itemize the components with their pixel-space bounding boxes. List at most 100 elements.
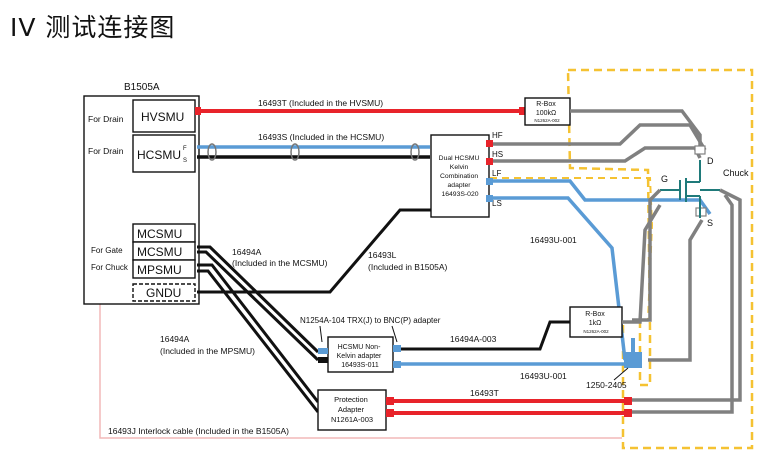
gray-rbox1k-to-gate [622,204,662,324]
mpsmu-label: MPSMU [137,263,182,277]
nonkelvin-adapter [327,336,394,373]
interlock-cable-label: 16493J Interlock cable (Included in the … [108,426,289,436]
protection-conn-1 [386,397,394,405]
hvsmu-label: HVSMU [141,110,184,124]
label-for-drain-2: For Drain [88,146,124,156]
cable-16493l-label: 16493L (Included in B1505A) [368,250,448,272]
cable-16493t-hvsmu-label: 16493T (Included in the HVSMU) [258,98,383,108]
protection-line-3: N1261A-003 [331,415,373,424]
nonkelvin-line-1: HCSMU Non- [338,344,381,351]
device-g: G [661,174,668,184]
protection-line-2: Adapter [338,405,365,414]
rbox-1k-text: R-Box 1kΩ N1262A-002 [583,311,609,334]
mpsmu-module [132,259,196,279]
nonkelvin-out-1 [393,345,401,352]
dual-hcsmu-adapter [430,134,490,218]
trx-bnc-adapter-label: N1254A-104 TRX(J) to BNC(P) adapter [300,316,441,325]
rbox-1k-line-3: N1262A-002 [583,329,609,334]
cable-16493l-line-1: 16493L [368,250,397,260]
cable-mcsmu-1 [197,245,320,354]
cable-16493s-label: 16493S (Included in the HCSMU) [258,132,384,142]
dual-line-5: 16493S-020 [441,191,478,198]
device-s: S [707,218,713,228]
nonkelvin-in-2 [318,357,328,363]
hcsmu-f: F [183,146,187,152]
hvsmu-connector [195,107,201,115]
gray-hs-to-drain [493,146,702,163]
chuck-conn-2 [624,409,632,417]
interlock-cable [99,303,622,439]
rbox-1k [569,306,623,338]
cable-16494a-mcsmu-line-1: 16494A [232,247,262,257]
gray-chuck-1 [632,188,742,402]
ferrite-core-2 [290,143,300,161]
cable-16494a-mcsmu-label: 16494A (Included in the MCSMU) [232,247,328,268]
nonkelvin-out-2 [393,361,401,368]
label-for-drain-1: For Drain [88,114,124,124]
gray-source-down [648,219,704,362]
hcsmu-label: HCSMU [137,148,181,162]
lf-connector [486,178,493,185]
mcsmu-top-label: MCSMU [137,227,182,241]
dual-line-2: Kelvin [450,164,469,171]
protection-adapter [317,389,387,431]
page-title: IV 测试连接图 [10,13,176,42]
protection-conn-2 [386,409,394,417]
cable-16493u-bottom-label: 16493U-001 [520,371,567,381]
cable-16494a-003-label: 16494A-003 [450,334,497,344]
cable-16494a-mpsmu-label: 16494A (Included in the MPSMU) [160,334,255,356]
cable-mcsmu-2 [197,250,320,362]
cable-16493l-line-2: (Included in B1505A) [368,262,448,272]
hs-connector [486,158,493,165]
gray-hf-to-drain [493,123,707,151]
port-hs: HS [492,150,503,159]
label-for-chuck: For Chuck [91,263,129,272]
rbox-1k-line-1: R-Box [585,311,605,318]
ls-connector [486,195,493,202]
cable-16494a-mpsmu-line-1: 16494A [160,334,190,344]
trx-pointer-2 [391,325,398,343]
gndu-module [132,283,196,302]
nonkelvin-line-3: 16493S-011 [341,362,379,369]
rbox-100k-line-3: N1262A-002 [534,118,560,123]
rbox-100k-line-1: R-Box [536,101,556,108]
cable-16494a-mpsmu-line-2: (Included in the MPSMU) [160,346,255,356]
rbox-100k-text: R-Box 100kΩ N1262A-002 [534,101,560,123]
blue-ls-to-source [493,196,627,361]
protection-adapter-text: Protection Adapter N1261A-003 [331,395,373,424]
dual-hcsmu-adapter-text: Dual HCSMU Kelvin Combination adapter 16… [439,155,482,198]
gndu-label: GNDU [146,286,181,300]
cable-mpsmu-1 [197,263,320,403]
rbox-top-connector [519,107,525,115]
cable-16494a-003 [401,320,570,351]
port-ls: LS [492,199,502,208]
hvsmu-module [132,99,196,133]
device-chuck: Chuck [723,168,749,178]
nonkelvin-adapter-text: HCSMU Non- Kelvin adapter 16493S-011 [337,344,384,369]
cable-mpsmu-2 [197,269,320,413]
cable-16493l [197,208,431,294]
label-for-gate: For Gate [91,246,123,255]
port-hf: HF [492,131,503,140]
probe-pin-1 [694,145,706,155]
rbox-1k-line-2: 1kΩ [589,320,602,327]
dual-line-3: Combination [440,173,478,180]
nonkelvin-line-2: Kelvin adapter [337,353,382,360]
ferrite-core-3 [410,143,420,161]
cable-16493t-label: 16493T [470,388,499,398]
tee-junction [624,352,642,368]
hcsmu-s: S [183,158,187,164]
cable-16493u-right-label: 16493U-001 [530,235,577,245]
hf-connector [486,140,493,147]
trx-pointer-1 [319,325,323,343]
dual-line-1: Dual HCSMU [439,155,480,162]
b1505a-title: B1505A [124,82,160,93]
chuck-conn-1 [624,397,632,405]
mcsmu-label: MCSMU [137,245,182,259]
cable-16494a-mcsmu-line-2: (Included in the MCSMU) [232,258,328,268]
hcsmu-module [132,134,196,173]
blue-lf-to-source [493,179,712,216]
rbox-100k-line-2: 100kΩ [536,110,556,117]
port-lf: LF [492,169,501,178]
